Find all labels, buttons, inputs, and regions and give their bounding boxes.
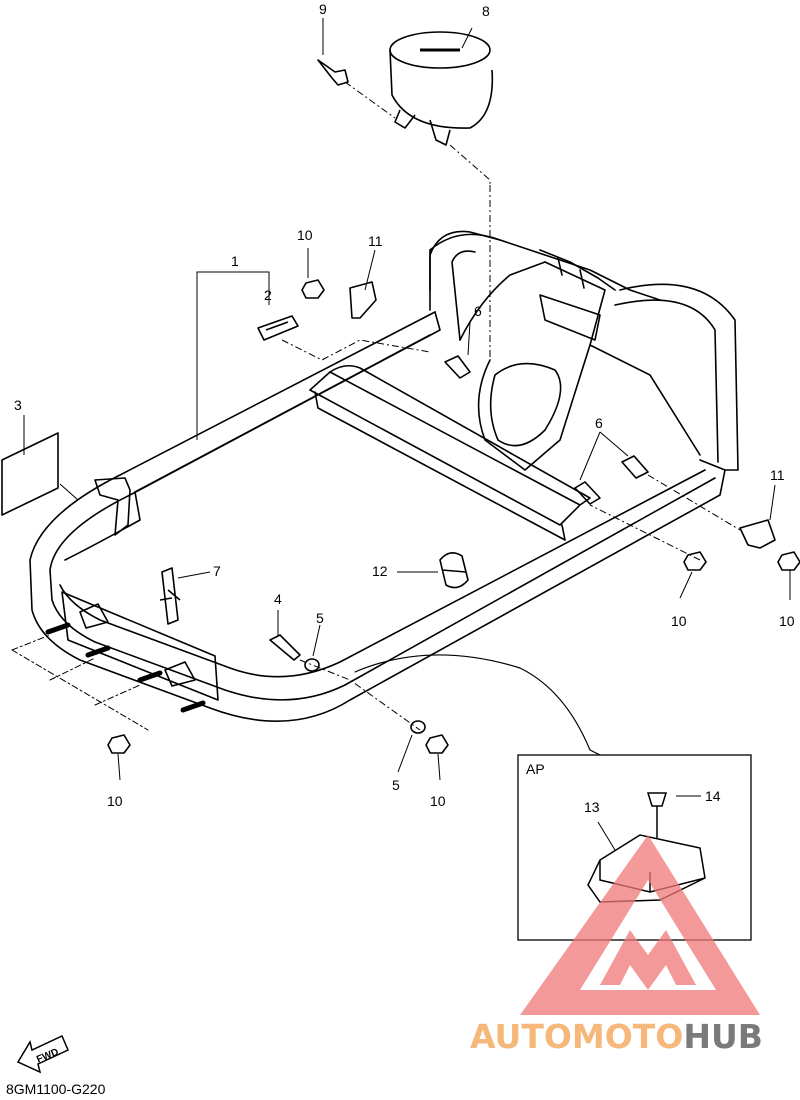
inset-ap-label: AP [526, 761, 545, 777]
part-2-plate [257, 315, 299, 341]
callout-6a: 6 [474, 303, 482, 319]
callout-6b: 6 [595, 415, 603, 431]
callout-13: 13 [584, 799, 600, 815]
part-14-screw [646, 792, 668, 838]
callout-12: 12 [372, 563, 388, 579]
inset-ap: AP [517, 749, 752, 941]
part-10-nut-a [301, 279, 325, 299]
part-8-drum [389, 31, 494, 146]
watermark-text-automoto: AUTOMOTO [470, 1017, 683, 1056]
part-3-sticker [1, 432, 59, 516]
callout-11a: 11 [368, 233, 383, 249]
callout-11b: 11 [770, 467, 785, 483]
callout-10d: 10 [107, 793, 123, 809]
callout-10c: 10 [779, 613, 795, 629]
part-10-nut-b [683, 551, 707, 571]
part-4-bolt [269, 634, 301, 661]
parts [1, 31, 800, 754]
watermark-text: AUTOMOTOHUB [470, 1017, 763, 1056]
callout-5a: 5 [316, 610, 324, 626]
callout-14: 14 [705, 788, 721, 804]
callout-8: 8 [482, 3, 490, 19]
leader-lines [23, 18, 791, 781]
part-12-clamp [439, 552, 469, 589]
part-9-pin [317, 59, 349, 86]
callout-1: 1 [231, 253, 239, 269]
callout-2: 2 [264, 287, 272, 303]
part-10-nut-e [425, 734, 449, 754]
inset-ap-leader [589, 749, 601, 756]
part-5-washer-b [410, 720, 426, 734]
part-7-clip [159, 567, 181, 625]
inset-ap-box [517, 754, 752, 941]
callout-9: 9 [319, 1, 327, 17]
diagram-code: 8GM1100-G220 [6, 1081, 106, 1097]
watermark-text-hub: HUB [683, 1017, 763, 1056]
callout-4: 4 [274, 591, 282, 607]
fwd-arrow: FWD [16, 1034, 69, 1074]
callout-7: 7 [213, 563, 221, 579]
frame-drawing [11, 230, 739, 751]
callout-10a: 10 [297, 227, 313, 243]
part-6-bolt-a [444, 355, 471, 379]
watermark-logo-icon [520, 835, 760, 1015]
callout-5b: 5 [392, 777, 400, 793]
part-11-bracket-left [349, 281, 377, 319]
callout-10e: 10 [430, 793, 446, 809]
watermark-logo-shape [520, 835, 760, 1015]
part-10-nut-c [777, 551, 800, 571]
part-11-bracket-right [739, 519, 776, 549]
part-6-bolt-c [621, 455, 649, 479]
callouts: 1 2 3 4 5 5 6 6 7 8 9 10 10 10 10 10 11 … [14, 1, 795, 815]
callout-10b: 10 [671, 613, 687, 629]
callout-3: 3 [14, 397, 22, 413]
watermark: AUTOMOTOHUB [470, 835, 763, 1056]
part-10-nut-d [107, 734, 131, 754]
part-6-bolt-b [574, 481, 601, 505]
watermark-logo-inner [600, 930, 696, 990]
part-5-washer-a [304, 658, 320, 672]
